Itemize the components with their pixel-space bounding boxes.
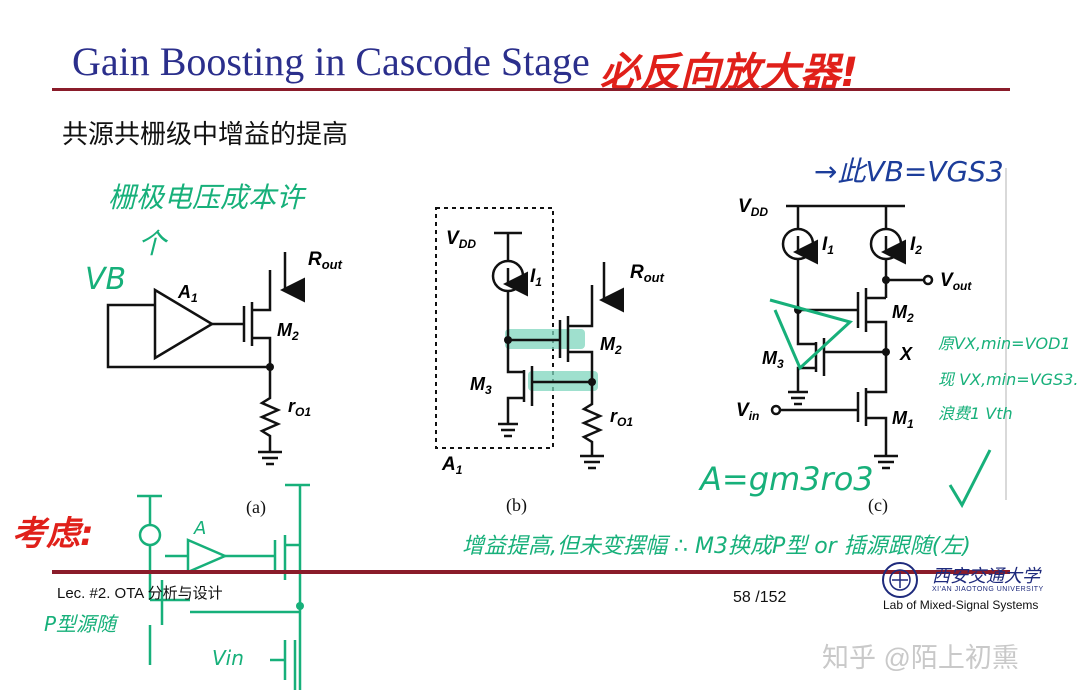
label-rout-b: Rout — [630, 262, 665, 285]
annotation-grid-note: 栅极电压成本许 — [108, 181, 305, 214]
ground-a — [258, 440, 282, 466]
amplifier-a1-symbol — [153, 287, 215, 361]
label-rout-a: Rout — [308, 249, 343, 272]
sketch-vin-label: Vin — [212, 646, 244, 670]
ground-m3-b — [498, 412, 518, 438]
annotation-p-type: P型源随 — [44, 612, 117, 636]
title-divider — [52, 88, 1010, 91]
footer-lab: Lab of Mixed-Signal Systems — [883, 598, 1039, 612]
university-name-en: XI'AN JIAOTONG UNIVERSITY — [932, 586, 1044, 593]
label-m3-c: M3 — [762, 348, 784, 371]
annotation-grid-note-2: 个 — [138, 227, 167, 260]
label-i2-c: I2 — [910, 234, 922, 257]
label-i1-c: I1 — [822, 234, 834, 257]
sketch-amp-label: A — [194, 518, 207, 539]
ground-c — [874, 448, 898, 470]
label-a1-b: A1 — [441, 454, 463, 477]
label-vdd-b: VDD — [446, 228, 476, 251]
label-vin-c: Vin — [736, 400, 759, 423]
caption-c: (c) — [868, 495, 888, 515]
university-logo-icon — [882, 562, 918, 598]
ground-b — [580, 446, 604, 470]
resistor-ro1-b — [580, 398, 604, 446]
ground-m3-c — [788, 380, 808, 406]
label-a1-a: A1 — [177, 282, 198, 305]
circuit-a — [106, 252, 305, 466]
resistor-ro1-a — [258, 390, 282, 440]
label-i1-b: I1 — [530, 266, 542, 289]
annotation-consider: 考虑: — [12, 514, 94, 554]
annotation-bottom: 增益提高,但未变摆幅 ∴ M3换成P型 or 插源跟随(左) — [462, 534, 971, 559]
transistor-m2-c — [796, 259, 888, 352]
label-m2-c: M2 — [892, 302, 914, 325]
m3-crossout — [769, 298, 854, 371]
footer-lecture: Lec. #2. OTA 分析与设计 — [57, 585, 223, 602]
label-vdd-c: VDD — [738, 196, 768, 219]
annotation-swing-2: 现 VX,min=VGS3. — [938, 370, 1079, 389]
annotation-gain: A=gm3ro3 — [700, 460, 874, 498]
label-m2-b: M2 — [600, 334, 622, 357]
circuit-b — [491, 231, 624, 470]
slide-subtitle: 共源共栅级中增益的提高 — [62, 120, 349, 150]
annotation-vb: VB — [85, 262, 127, 297]
label-ro1-b: rO1 — [610, 406, 633, 429]
caption-a: (a) — [246, 497, 266, 517]
label-m1-c: M1 — [892, 408, 914, 431]
label-m3-b: M3 — [470, 374, 492, 397]
annotation-swing-1: 原VX,min=VOD1 — [938, 334, 1071, 353]
university-name-cn: 西安交通大学 — [932, 566, 1040, 587]
annotation-swing-3: 浪费1 Vth — [938, 404, 1013, 423]
watermark: 知乎 @陌上初熏 — [822, 643, 1019, 673]
transistor-m3-c — [796, 310, 886, 380]
check-sketch — [948, 449, 992, 509]
a1-dashed-box — [435, 207, 554, 449]
slide-title: Gain Boosting in Cascode Stage — [72, 39, 590, 84]
caption-b: (b) — [506, 495, 527, 515]
annotation-top-right: →此VB=VGS3 — [814, 155, 1004, 188]
transistor-m2-a — [252, 270, 272, 390]
footer-page-number: 58 /152 — [733, 589, 787, 606]
label-vout-c: Vout — [940, 270, 972, 293]
label-x-c: X — [899, 344, 913, 364]
footer-divider — [52, 570, 1010, 574]
transistor-m3-b — [506, 340, 592, 412]
label-m2-a: M2 — [277, 320, 299, 343]
label-ro1-a: rO1 — [288, 396, 311, 419]
transistor-m1-c — [856, 352, 888, 448]
transistor-m2-b — [568, 285, 594, 398]
